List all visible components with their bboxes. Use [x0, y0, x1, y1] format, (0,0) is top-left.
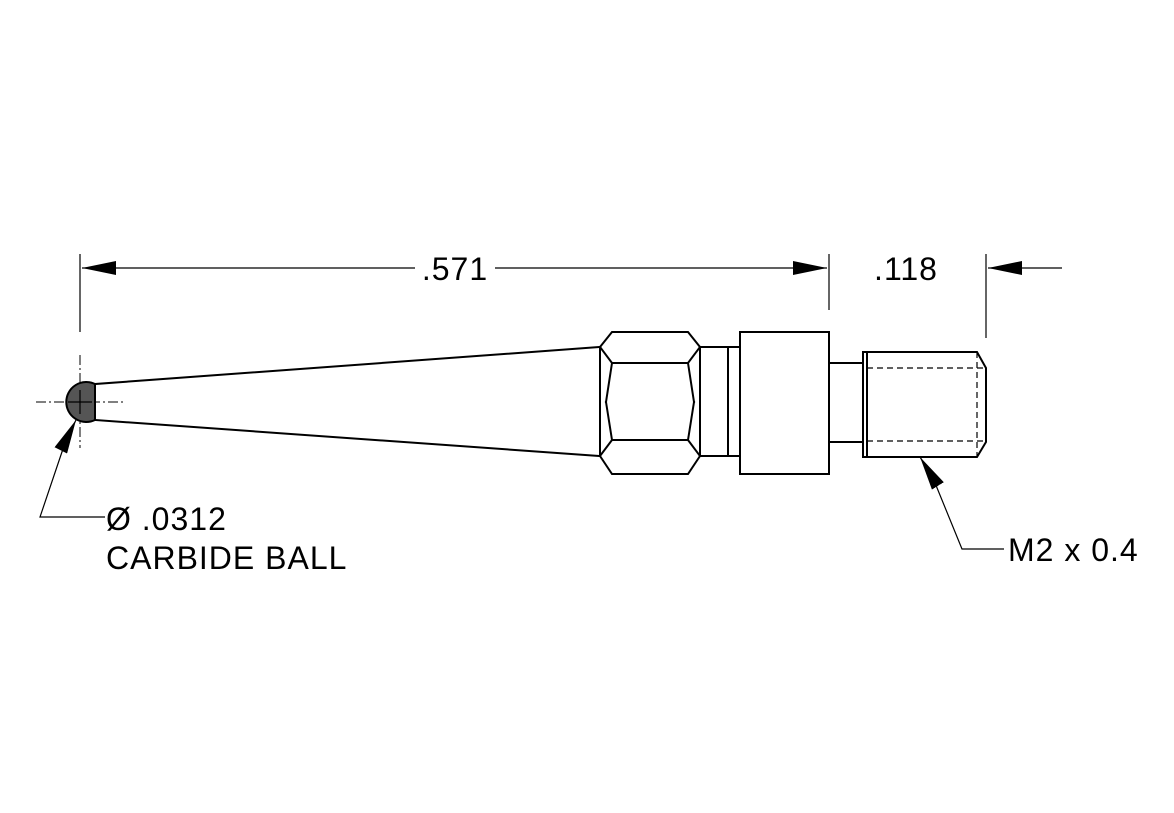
hex-section [598, 331, 702, 475]
dimension-length-label: .571 [422, 251, 488, 287]
thread-relief [828, 362, 864, 443]
thread-leader-arrow [919, 456, 944, 490]
dimension-thread-label: .118 [874, 251, 938, 287]
taper-bottom-edge [93, 418, 602, 458]
ball-material-label: CARBIDE BALL [106, 540, 347, 576]
neck-section [699, 346, 741, 457]
body-cylinder [739, 331, 830, 475]
thread-spec-label: M2 x 0.4 [1008, 532, 1139, 568]
thread-leader-line [932, 477, 1004, 550]
taper-top-edge [93, 345, 602, 386]
ball-leader-line [39, 439, 105, 518]
ball-leader-arrow [54, 419, 77, 454]
ball-diameter-label: Ø .0312 [106, 501, 227, 537]
